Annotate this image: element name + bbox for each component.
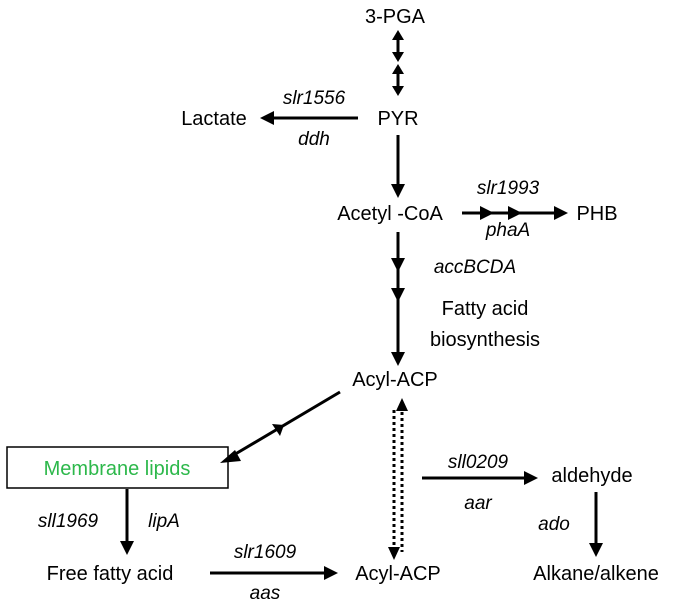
membrane-lipids-box xyxy=(6,446,229,489)
gene-slr1556: slr1556 xyxy=(283,88,346,109)
gene-lipA: lipA xyxy=(148,511,180,532)
arrow-membrane-lipids-free-fatty-acid xyxy=(120,489,134,555)
node-fatty-acid-biosynthesis-label: biosynthesis xyxy=(430,329,540,351)
node-alkane-alkene: Alkane/alkene xyxy=(533,563,659,585)
arrow-acyl-acp-membrane-lipids xyxy=(220,390,341,463)
arrow-pyr-lactate xyxy=(260,111,358,125)
gene-slr1993: slr1993 xyxy=(477,178,540,199)
node-lactate: Lactate xyxy=(181,108,247,130)
node-membrane-lipids: Membrane lipids xyxy=(44,458,191,480)
node-acyl-acp-bottom: Acyl-ACP xyxy=(355,563,441,585)
gene-slr1609: slr1609 xyxy=(234,542,297,563)
gene-aas: aas xyxy=(250,583,281,604)
arrow-free-fatty-acid-acyl-acp xyxy=(210,566,338,580)
node-free-fatty-acid: Free fatty acid xyxy=(47,563,174,585)
arrow-pyr-acetyl-coa xyxy=(391,135,405,198)
arrow-aldehyde-alkane xyxy=(589,492,603,557)
node-3-pga: 3-PGA xyxy=(365,6,426,28)
gene-aar: aar xyxy=(464,493,492,514)
dotted-arrow-acyl-acp-exchange xyxy=(388,398,408,560)
node-fatty-acid-label: Fatty acid xyxy=(442,298,529,320)
gene-sll1969: sll1969 xyxy=(38,511,99,532)
gene-phaA: phaA xyxy=(485,220,530,241)
gene-sll0209: sll0209 xyxy=(448,452,509,473)
arrow-acyl-acp-aldehyde xyxy=(422,471,538,485)
node-pyr: PYR xyxy=(377,108,418,130)
arrow-acetyl-coa-phb xyxy=(462,206,568,220)
gene-ado: ado xyxy=(538,514,570,535)
gene-accBCDA: accBCDA xyxy=(434,257,516,278)
gene-ddh: ddh xyxy=(298,129,330,150)
node-acyl-acp-top: Acyl-ACP xyxy=(352,369,438,391)
node-aldehyde: aldehyde xyxy=(551,465,632,487)
node-phb: PHB xyxy=(576,203,617,225)
node-acetyl-coa: Acetyl -CoA xyxy=(337,203,443,225)
arrow-pga-pyr xyxy=(392,30,404,96)
arrow-acetyl-coa-acyl-acp xyxy=(391,232,405,366)
